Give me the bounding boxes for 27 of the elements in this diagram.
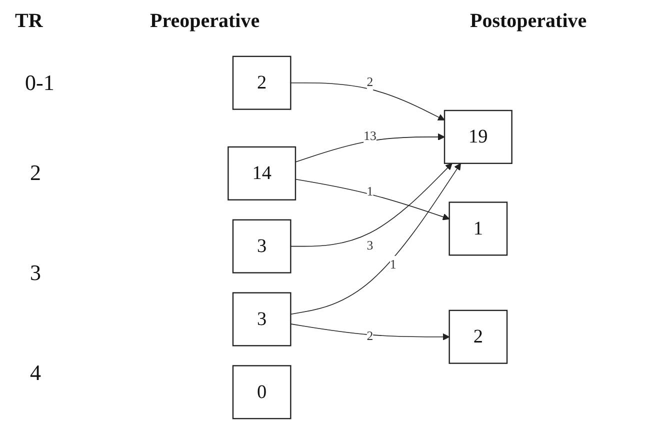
column-header: Postoperative (470, 10, 587, 33)
node-box: 2 (448, 310, 508, 364)
node-box: 3 (232, 292, 292, 346)
arrow (290, 163, 461, 315)
node-box: 3 (232, 219, 292, 274)
edge-label: 2 (366, 76, 374, 90)
node-box: 19 (444, 110, 512, 164)
edge-label: 1 (390, 258, 396, 272)
node-box: 2 (232, 56, 292, 110)
arrow (295, 178, 450, 220)
node-box: 1 (448, 202, 508, 256)
edge-label: 3 (366, 239, 374, 253)
arrow (290, 163, 452, 247)
row-label: 3 (30, 260, 41, 286)
row-label: 0-1 (25, 70, 54, 96)
edge-label: 13 (364, 130, 376, 144)
node-box: 0 (232, 365, 292, 420)
column-header: TR (15, 10, 43, 33)
arrow (290, 324, 450, 340)
column-header: Preoperative (150, 10, 260, 33)
edge-label: 1 (366, 185, 374, 199)
node-box: 14 (228, 146, 296, 200)
arrow (290, 82, 445, 120)
row-label: 4 (30, 360, 41, 386)
edge-label: 2 (366, 330, 374, 344)
arrow (295, 133, 445, 162)
row-label: 2 (30, 160, 41, 186)
